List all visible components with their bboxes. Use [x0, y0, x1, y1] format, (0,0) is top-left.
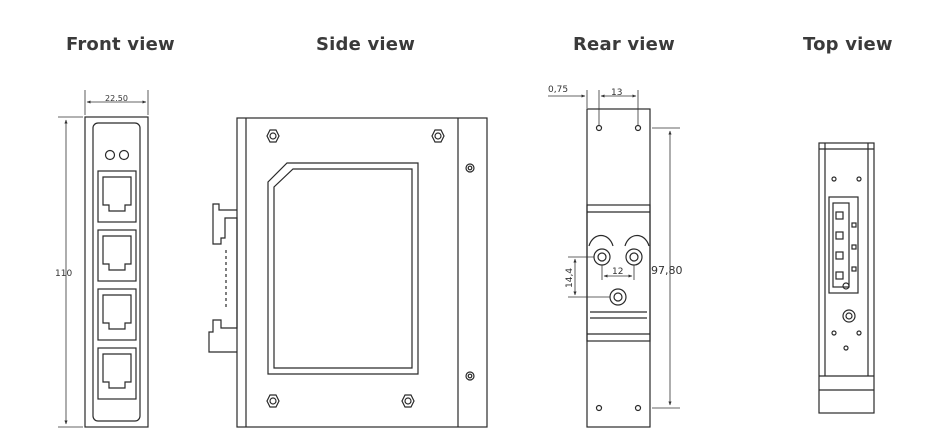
side-view-title: Side view — [316, 34, 416, 55]
screw-icon — [266, 129, 280, 143]
front-view-title: Front view — [66, 34, 175, 55]
front-dimensions — [58, 90, 149, 428]
screw-icon — [401, 394, 415, 408]
rear-offset-dimension: 0,75 — [548, 85, 568, 95]
rj45-port — [97, 229, 137, 282]
front-view-drawing — [84, 116, 149, 428]
rear-view-drawing — [586, 108, 651, 428]
rj45-port — [97, 170, 137, 223]
rj45-port — [97, 347, 137, 400]
rj45-port — [97, 288, 137, 341]
top-view-drawing — [818, 142, 875, 414]
rear-height-dimension: 97,80 — [651, 264, 683, 277]
rear-view-title: Rear view — [573, 34, 675, 55]
screw-icon — [431, 129, 445, 143]
side-view-drawing — [208, 117, 488, 428]
front-height-dimension: 110 — [55, 269, 72, 279]
front-width-dimension: 22.50 — [105, 94, 128, 103]
terminal-block — [828, 196, 859, 294]
screw-icon — [266, 394, 280, 408]
rear-dimensions — [548, 90, 680, 409]
rear-hole-dx-dimension: 12 — [612, 267, 623, 277]
rear-hole-spacing-dimension: 13 — [611, 88, 622, 98]
din-rail-clip — [208, 203, 238, 353]
rear-hole-dy-dimension: 14,4 — [565, 268, 575, 288]
top-view-title: Top view — [803, 34, 893, 55]
